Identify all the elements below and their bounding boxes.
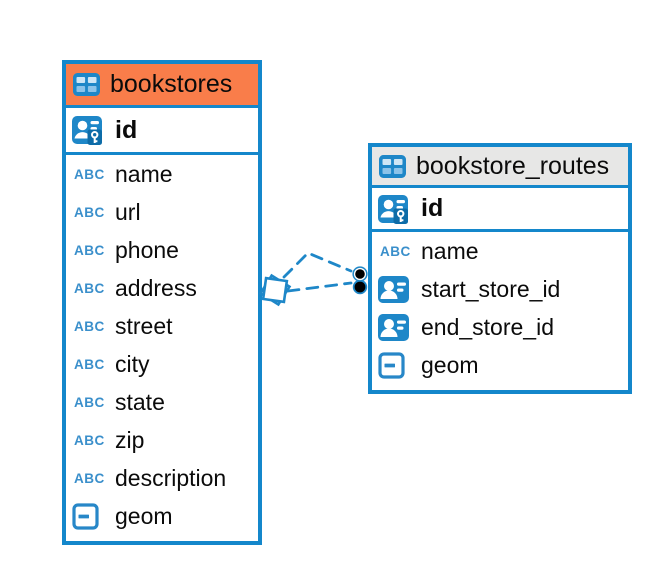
text-type-icon: ABC bbox=[74, 356, 105, 372]
text-type-icon: ABC bbox=[74, 394, 105, 410]
column-row-pk-id[interactable]: id bbox=[372, 188, 628, 232]
relationship-line-lower bbox=[286, 281, 353, 293]
table-bookstores[interactable]: bookstores id ABC name A bbox=[62, 60, 262, 545]
text-type-icon: ABC bbox=[74, 432, 105, 448]
relationship-dot-endpoint bbox=[352, 266, 368, 295]
table-icon bbox=[379, 154, 407, 178]
table-bookstore-routes[interactable]: bookstore_routes id ABC name bbox=[368, 143, 632, 394]
column-name: start_store_id bbox=[421, 275, 561, 302]
column-row-pk-id[interactable]: id bbox=[66, 108, 258, 155]
column-row-description[interactable]: ABC description bbox=[66, 459, 258, 497]
reference-type-icon bbox=[378, 275, 415, 303]
column-row-url[interactable]: ABC url bbox=[66, 193, 258, 231]
column-row-city[interactable]: ABC city bbox=[66, 345, 258, 383]
column-name: zip bbox=[115, 426, 145, 453]
table-name: bookstore_routes bbox=[416, 151, 610, 180]
relationship-connector[interactable] bbox=[258, 251, 368, 307]
geometry-type-icon bbox=[72, 502, 109, 530]
column-row-geom[interactable]: geom bbox=[372, 346, 628, 384]
column-name: name bbox=[115, 160, 173, 187]
column-row-phone[interactable]: ABC phone bbox=[66, 231, 258, 269]
column-name: street bbox=[115, 312, 173, 339]
text-type-icon: ABC bbox=[74, 470, 105, 486]
column-name: url bbox=[115, 198, 141, 225]
column-row-name[interactable]: ABC name bbox=[372, 232, 628, 270]
text-type-icon: ABC bbox=[74, 280, 105, 296]
column-row-address[interactable]: ABC address bbox=[66, 269, 258, 307]
column-name: description bbox=[115, 464, 227, 491]
column-row-street[interactable]: ABC street bbox=[66, 307, 258, 345]
text-type-icon: ABC bbox=[74, 318, 105, 334]
column-row-zip[interactable]: ABC zip bbox=[66, 421, 258, 459]
column-name: end_store_id bbox=[421, 313, 554, 340]
reference-type-icon bbox=[378, 313, 415, 341]
column-name-id: id bbox=[421, 194, 444, 222]
column-row-name[interactable]: ABC name bbox=[66, 155, 258, 193]
table-header-bookstore-routes[interactable]: bookstore_routes bbox=[372, 147, 628, 188]
relationship-diamond-endpoint bbox=[258, 273, 292, 307]
column-name: geom bbox=[115, 502, 173, 529]
column-row-geom[interactable]: geom bbox=[66, 497, 258, 535]
column-name-id: id bbox=[115, 115, 138, 144]
column-row-end-store-id[interactable]: end_store_id bbox=[372, 308, 628, 346]
text-type-icon: ABC bbox=[74, 242, 105, 258]
column-name: address bbox=[115, 274, 197, 301]
text-type-icon: ABC bbox=[74, 204, 105, 220]
primary-key-icon bbox=[72, 115, 109, 145]
column-name: name bbox=[421, 237, 479, 264]
table-name: bookstores bbox=[110, 70, 233, 98]
column-name: geom bbox=[421, 351, 479, 378]
column-name: city bbox=[115, 350, 150, 377]
table-icon bbox=[73, 73, 101, 96]
relationship-line-upper bbox=[282, 251, 353, 279]
geometry-type-icon bbox=[378, 351, 415, 379]
primary-key-icon bbox=[378, 194, 415, 224]
column-name: phone bbox=[115, 236, 179, 263]
column-row-state[interactable]: ABC state bbox=[66, 383, 258, 421]
text-type-icon: ABC bbox=[74, 166, 105, 182]
table-header-bookstores[interactable]: bookstores bbox=[66, 64, 258, 108]
column-row-start-store-id[interactable]: start_store_id bbox=[372, 270, 628, 308]
text-type-icon: ABC bbox=[380, 243, 411, 259]
column-name: state bbox=[115, 388, 165, 415]
